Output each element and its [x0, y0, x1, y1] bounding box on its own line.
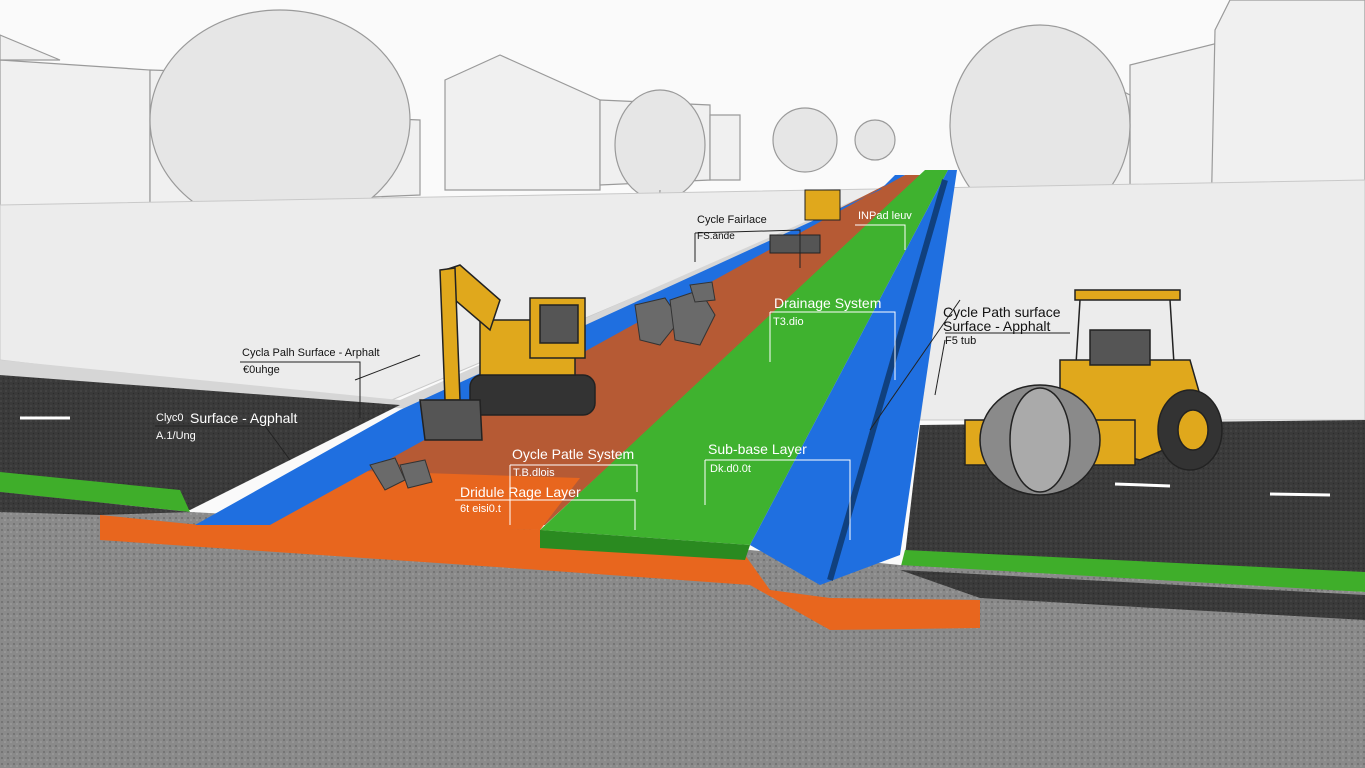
green-layer-edge	[540, 530, 750, 560]
label-left-sub1: €0uhge	[243, 364, 280, 376]
background-trees	[149, 9, 1131, 331]
label-surface-asphalt: Surface - Agphalt	[190, 410, 298, 426]
label-drainage-layer: Dridule Rage Layer	[460, 484, 581, 500]
label-subbase-sub: Dk.d0.0t	[710, 463, 751, 475]
cross-section-asphalt-left	[0, 492, 190, 515]
label-right-title1: Cycle Path surface	[943, 304, 1061, 320]
label-right-title2: Surface - Apphalt	[943, 318, 1051, 334]
label-right-sub: F5 tub	[945, 335, 977, 347]
rock-pile	[369, 281, 716, 491]
road-roller	[964, 289, 1223, 496]
label-cycle-fairface-sub: FS.ande	[697, 231, 735, 242]
label-cycle-fairface: Cycle Fairlace	[697, 214, 767, 226]
label-surface-prefix: Clyc0	[156, 412, 184, 424]
orange-cross-section-layer	[100, 515, 980, 630]
label-left-sub2: A.1/Ung	[156, 430, 196, 442]
blue-drainage-right	[750, 170, 957, 585]
label-drainage-sub: T3.dio	[773, 316, 804, 328]
label-drainage-system: Drainage System	[774, 295, 882, 311]
label-top-small: INPad leuv	[858, 210, 912, 222]
label-cycle-path-surface-left: Cycla Palh Surface - Arphalt	[242, 347, 380, 359]
leader-lines	[155, 229, 1070, 461]
excavator	[419, 264, 596, 441]
leader-lines-white	[455, 224, 906, 540]
drainage-channel	[827, 179, 948, 581]
cross-section-asphalt-right	[900, 570, 1365, 620]
label-cycle-path-system-sub: T.B.dlois	[513, 467, 555, 479]
road-left	[0, 375, 400, 510]
grass-right	[900, 550, 1365, 592]
label-cycle-path-system: Oycle Patle System	[512, 446, 635, 462]
grass-left	[0, 472, 190, 512]
cross-section-base	[0, 492, 1365, 768]
green-subbase-layer	[540, 170, 948, 545]
lane-markings	[20, 416, 1331, 497]
label-subbase-layer: Sub-base Layer	[708, 441, 807, 457]
label-drainage-layer-sub: 6t eisi0.t	[460, 503, 501, 515]
distant-excavator	[769, 189, 841, 254]
